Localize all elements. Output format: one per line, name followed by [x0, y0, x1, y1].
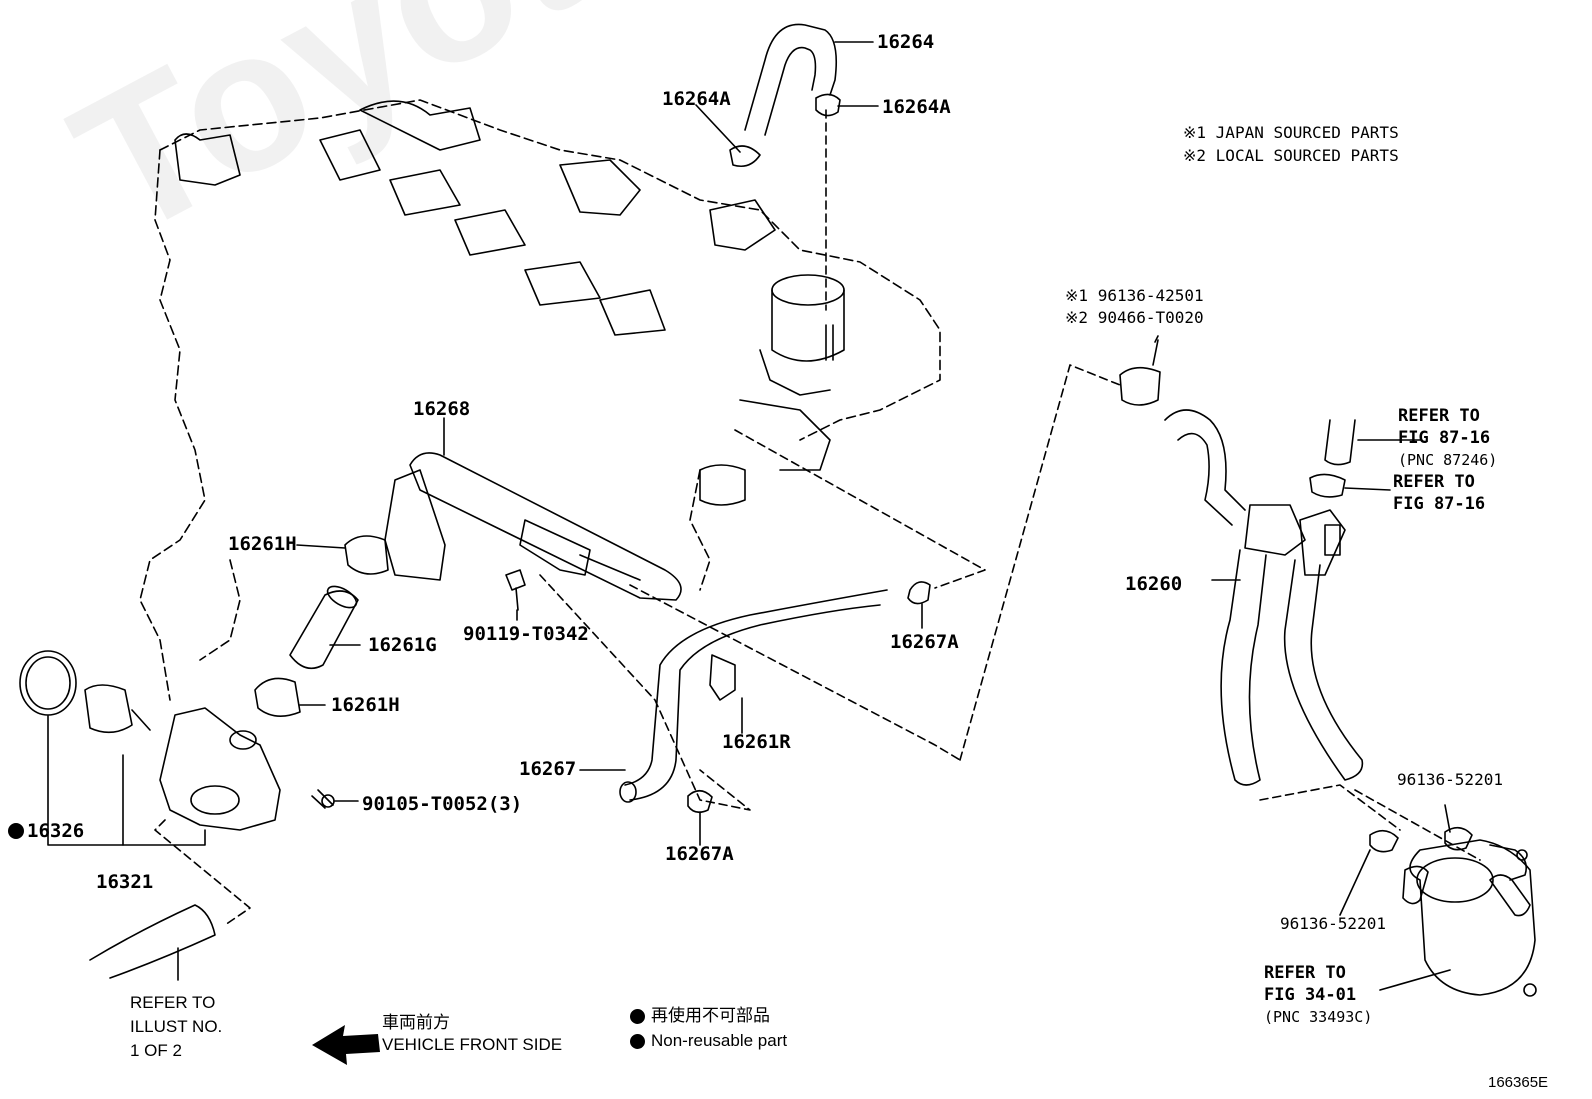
label-16264a-right: 16264A: [882, 96, 951, 118]
clamp-refer-fig87: [1309, 473, 1346, 498]
clip-16261r: [709, 654, 736, 701]
label-16261h-bottom: 16261H: [331, 694, 400, 716]
label-16267: 16267: [519, 758, 577, 780]
label-16260: 16260: [1125, 573, 1183, 595]
label-16267a-bottom: 16267A: [665, 843, 734, 865]
refer-fig87-pnc-line1: REFER TO: [1398, 406, 1480, 426]
hose-16264: [744, 23, 838, 136]
label-96136-52201-right: 96136-52201: [1397, 770, 1503, 789]
refer-illust-line1: REFER TO: [130, 993, 216, 1012]
clamp-16267a-right: [907, 581, 931, 605]
label-90466-t0020: ※2 90466-T0020: [1065, 308, 1204, 327]
refer-fig34-line2: FIG 34-01: [1264, 985, 1357, 1005]
refer-fig87-pnc-line2: FIG 87-16: [1398, 428, 1491, 448]
refer-fig87-line2: FIG 87-16: [1393, 494, 1486, 514]
front-arrow-icon: [312, 1025, 380, 1065]
label-16261r: 16261R: [722, 731, 791, 753]
label-90119-t0342: 90119-T0342: [463, 623, 589, 645]
label-16261h-top: 16261H: [228, 533, 297, 555]
vehicle-front-label-jp: 車両前方: [382, 1013, 450, 1032]
label-16264a-left: 16264A: [662, 88, 731, 110]
engine-block-outline: [139, 99, 941, 701]
nonreusable-dot-icon: [630, 1034, 645, 1050]
label-16267a-right: 16267A: [890, 631, 959, 653]
refer-fig87-pnc-line3: (PNC 87246): [1398, 451, 1498, 469]
clamp-16264a-left: [729, 145, 761, 168]
clamp-96136-52201-right: [1444, 826, 1473, 851]
pipe-refer-fig87: [1324, 419, 1356, 466]
refer-illust-line2: ILLUST NO.: [130, 1017, 223, 1036]
label-96136-52201-lower: 96136-52201: [1280, 914, 1386, 933]
thermostat-housing-16321: [159, 707, 335, 831]
clamp-96136-52201-lower: [1369, 829, 1399, 853]
refer-fig34-line1: REFER TO: [1264, 963, 1346, 983]
vehicle-front-label-en: VEHICLE FRONT SIDE: [382, 1035, 563, 1054]
clamp-16261h-top: [344, 535, 389, 575]
sourcing-legend-japan: ※1 JAPAN SOURCED PARTS: [1183, 123, 1399, 142]
hose-assembly-16260: [1164, 409, 1364, 786]
label-16261g: 16261G: [368, 634, 437, 656]
sourcing-legend-local: ※2 LOCAL SOURCED PARTS: [1183, 146, 1399, 165]
refer-illust-line3: 1 OF 2: [130, 1041, 182, 1060]
label-16326: 16326: [27, 820, 85, 842]
refer-fig34-line3: (PNC 33493C): [1264, 1008, 1373, 1026]
thermostat: [84, 684, 151, 734]
label-16321: 16321: [96, 871, 154, 893]
figure-id: 166365E: [1488, 1074, 1549, 1091]
pipe-16268: [384, 452, 682, 601]
clamp-16267a-bottom: [687, 789, 713, 814]
hose-16267: [619, 589, 888, 803]
nonreusable-legend-en: Non-reusable part: [630, 1030, 787, 1051]
refer-fig87-line1: REFER TO: [1393, 472, 1475, 492]
oil-cooler-refer-fig34: [1402, 839, 1537, 997]
hose-16261g: [289, 590, 359, 670]
hose-refer-illust: [89, 904, 216, 981]
clamp-16264a-right: [815, 93, 841, 117]
nonreusable-legend-jp: 再使用不可部品: [630, 1005, 770, 1026]
label-16264: 16264: [877, 31, 935, 53]
nonreusable-dot-icon: [630, 1009, 645, 1025]
clamp-96136-42501: [1119, 366, 1161, 406]
label-90105-t0052: 90105-T0052(3): [362, 793, 523, 815]
label-96136-42501: ※1 96136-42501: [1065, 286, 1204, 305]
engine-head-details: [174, 100, 845, 506]
bolt-90119: [505, 569, 526, 611]
clamp-16261h-bottom: [254, 677, 301, 717]
label-16268: 16268: [413, 398, 471, 420]
gasket-16326: [19, 650, 77, 716]
nonreusable-mark-icon: [8, 823, 24, 839]
